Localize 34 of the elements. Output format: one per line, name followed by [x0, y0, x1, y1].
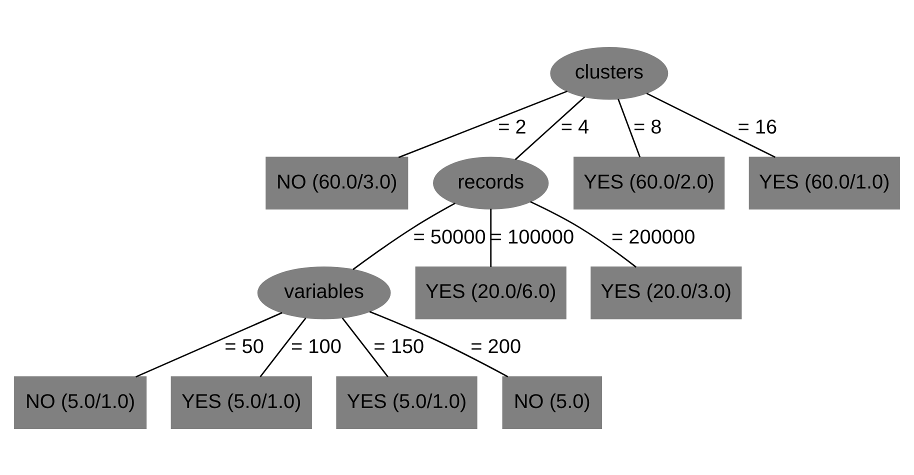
connector: [136, 312, 282, 378]
connector: [398, 90, 568, 158]
connector: [369, 310, 508, 377]
edge-label: = 2: [498, 116, 526, 138]
connector: [618, 98, 641, 157]
connector: [514, 96, 586, 160]
connector: [490, 208, 492, 266]
node-ellipse: records: [433, 156, 549, 209]
edge-label: = 150: [374, 336, 424, 358]
node-box: NO (5.0): [502, 376, 602, 429]
edge-label: = 50: [224, 336, 264, 358]
node-ellipse: clusters: [550, 46, 668, 100]
node-box: YES (20.0/3.0): [590, 266, 742, 319]
connector: [530, 200, 637, 268]
node-box: NO (5.0/1.0): [14, 376, 147, 429]
node-ellipse: variables: [257, 266, 391, 319]
node-box: NO (60.0/3.0): [266, 156, 408, 209]
node-box: YES (60.0/2.0): [574, 156, 725, 209]
node-box: YES (5.0/1.0): [170, 376, 312, 429]
edge-label: = 100: [291, 336, 342, 358]
edge-label: = 8: [634, 116, 662, 138]
edge-label: = 100000: [490, 226, 574, 248]
edge-label: = 16: [738, 116, 778, 138]
connector: [646, 92, 776, 158]
edge-label: = 200: [470, 336, 522, 358]
node-box: YES (60.0/1.0): [748, 156, 900, 209]
node-box: YES (5.0/1.0): [336, 376, 478, 429]
connector: [260, 317, 306, 377]
edge-label: = 4: [560, 116, 590, 138]
connector: [352, 202, 456, 270]
connector: [342, 317, 388, 377]
node-box: YES (20.0/6.0): [415, 266, 566, 319]
edge-label: = 50000: [413, 226, 486, 248]
edge-label: = 200000: [611, 226, 696, 248]
